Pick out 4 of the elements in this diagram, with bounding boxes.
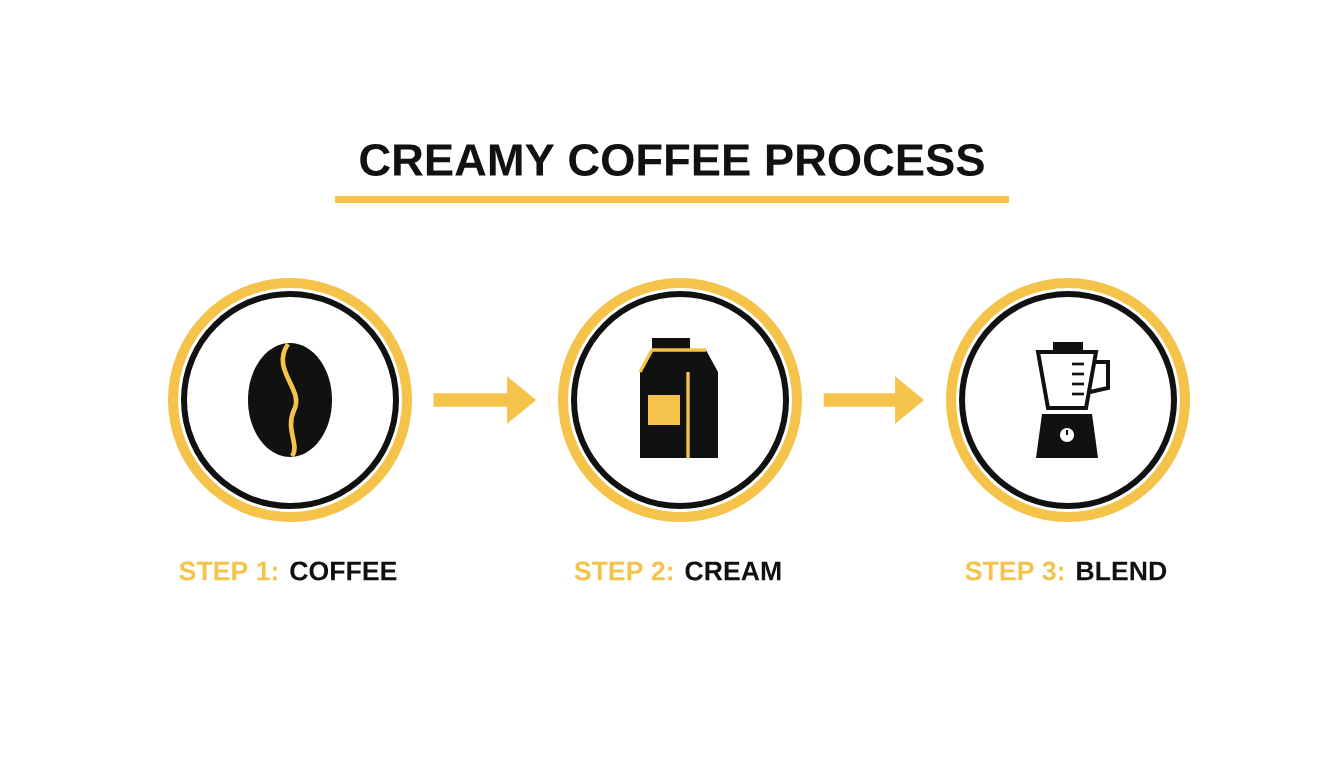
step-label: STEP 2: CREAM	[574, 561, 781, 581]
title: CREAMY COFFEE PROCESS	[360, 143, 984, 177]
step-label: STEP 1: COFFEE	[179, 561, 397, 581]
step-label: STEP 3: BLEND	[965, 561, 1167, 581]
